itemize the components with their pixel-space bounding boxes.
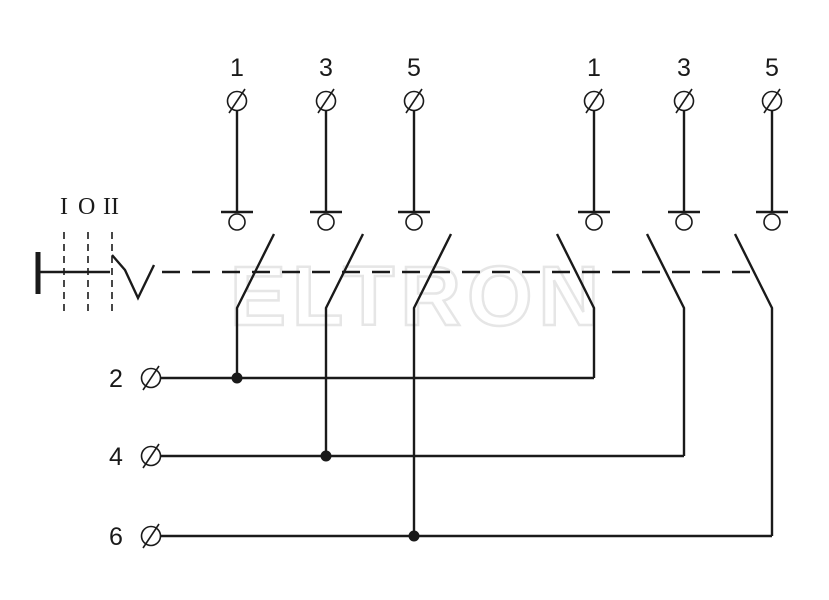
top-terminal-label-5b: 5 <box>765 54 779 82</box>
terminal-symbol-4 <box>140 443 162 469</box>
switch-blades <box>235 233 774 536</box>
position-label-1: I <box>60 194 68 220</box>
terminal-symbol-3b <box>673 88 695 114</box>
terminal-symbol-6 <box>140 523 162 549</box>
fixed-contact-1b <box>578 111 610 231</box>
selector-symbol <box>35 232 156 312</box>
junction-dot-4 <box>320 450 332 462</box>
blade-1b <box>555 233 596 378</box>
left-terminal-label-2: 2 <box>109 365 123 393</box>
blade-3a <box>324 233 365 456</box>
terminal-symbol-1b <box>583 88 605 114</box>
position-label-2: II <box>103 194 119 220</box>
blade-3b <box>645 233 686 456</box>
fixed-contact-1a <box>221 111 253 231</box>
fixed-contact-5b <box>756 111 788 231</box>
position-label-0: O <box>78 194 95 220</box>
top-terminals <box>226 88 783 114</box>
top-terminal-label-5a: 5 <box>407 54 421 82</box>
top-terminal-label-1b: 1 <box>587 54 601 82</box>
blade-1a <box>235 233 276 378</box>
blade-5b <box>733 233 774 536</box>
junction-dot-6 <box>408 530 420 542</box>
junction-dot-2 <box>231 372 243 384</box>
left-terminal-label-6: 6 <box>109 523 123 551</box>
fixed-contacts <box>221 111 788 231</box>
terminal-symbol-1a <box>226 88 248 114</box>
watermark-text: ELTRON <box>230 249 605 343</box>
terminal-symbol-5b <box>761 88 783 114</box>
top-terminal-label-1a: 1 <box>230 54 244 82</box>
top-terminal-label-3a: 3 <box>319 54 333 82</box>
blade-5a <box>412 233 453 536</box>
terminal-symbol-5a <box>403 88 425 114</box>
top-terminal-label-3b: 3 <box>677 54 691 82</box>
terminal-symbol-2 <box>140 365 162 391</box>
left-terminals <box>140 365 162 549</box>
fixed-contact-3a <box>310 111 342 231</box>
left-terminal-label-4: 4 <box>109 443 123 471</box>
fixed-contact-5a <box>398 111 430 231</box>
output-lines <box>160 376 772 538</box>
terminal-symbol-3a <box>315 88 337 114</box>
fixed-contact-3b <box>668 111 700 231</box>
